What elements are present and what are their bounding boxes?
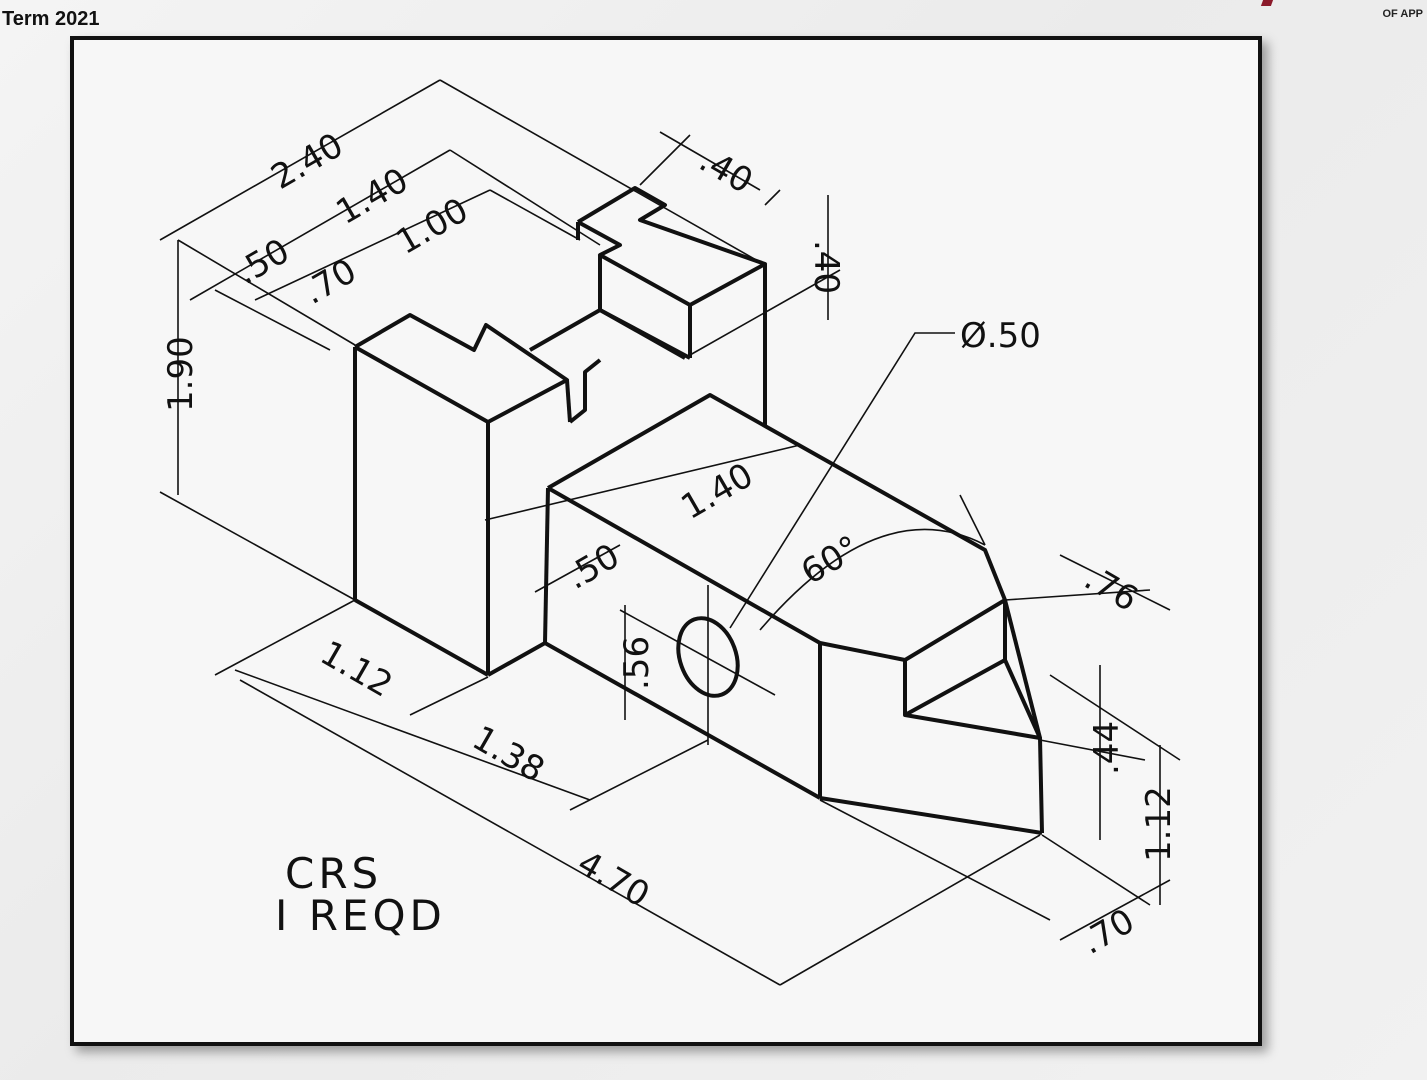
front-block-tip-bottom [1038, 737, 1044, 834]
corner-tag: OF APP [1382, 8, 1423, 20]
dim-1-90: 1.90 [161, 336, 201, 412]
dimension-lines [159, 79, 1181, 986]
note-quantity: I REQD [275, 891, 446, 940]
hole [676, 616, 740, 698]
dim-0-40-right: .40 [806, 240, 846, 294]
dim-dia-0-50: Ø.50 [960, 316, 1041, 356]
dim-1-40-front: 1.40 [675, 455, 761, 527]
front-block-front-bottom [544, 641, 821, 800]
note-material: CRS [285, 849, 382, 898]
dim-4-70: 4.70 [571, 843, 657, 915]
channel-floor [529, 308, 686, 360]
dim-0-70-top: .70 [297, 251, 364, 313]
channel-left-wall [565, 379, 572, 423]
dimension-labels: 2.40 1.40 1.00 .50 .70 1.90 .40 .40 Ø.50… [161, 125, 1179, 962]
object-outline [353, 186, 1044, 835]
dim-0-40-top: .40 [693, 140, 760, 202]
left-block-right-bottom [487, 641, 546, 677]
dim-0-50-top: .50 [230, 231, 297, 293]
dim-0-50-front: .50 [560, 536, 627, 598]
dim-1-12-bottom: 1.12 [314, 633, 400, 705]
back-block-top [576, 186, 767, 307]
front-block-top [547, 393, 1007, 662]
front-block-notch [903, 600, 1007, 717]
dim-0-76: .76 [1078, 558, 1145, 620]
dim-1-12-right: 1.12 [1139, 786, 1179, 862]
term-label: Term 2021 [2, 8, 100, 30]
left-block-top [353, 313, 569, 424]
dim-2-40: 2.40 [265, 125, 351, 197]
front-block-tip [1003, 599, 1042, 739]
front-block-left-edge [543, 487, 550, 644]
dim-0-44: .44 [1087, 721, 1127, 775]
dim-0-56: .56 [617, 636, 657, 690]
front-block-lower-face [904, 659, 1042, 740]
drawing-notes: CRS I REQD [275, 849, 446, 940]
back-block-step [599, 308, 691, 360]
channel-slot [568, 358, 602, 424]
dim-1-38: 1.38 [466, 718, 552, 790]
dim-0-70-bottom: .70 [1075, 901, 1142, 963]
left-block-bottom [354, 598, 489, 677]
front-block-bottom-edge [819, 796, 1043, 835]
